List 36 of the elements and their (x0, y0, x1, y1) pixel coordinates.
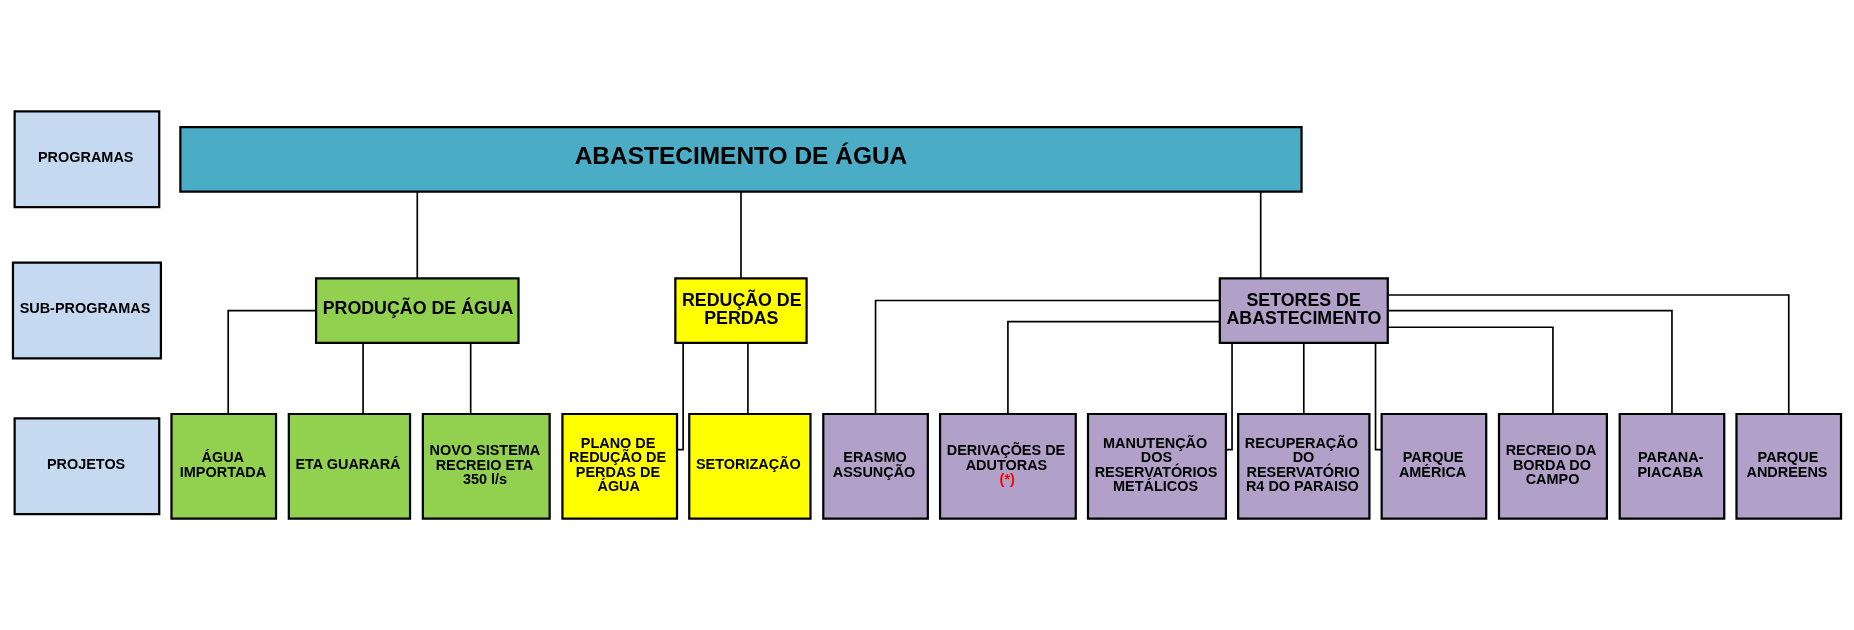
node-box: PARQUE AMÉRICA (1380, 412, 1488, 520)
connector (227, 309, 317, 415)
node-box: PROGRAMAS (13, 110, 161, 209)
connector (1225, 342, 1233, 451)
connector (1259, 190, 1262, 279)
connector (740, 190, 742, 279)
node-box: NOVO SISTEMA RECREIO ETA 350 l/s (421, 412, 551, 520)
connector (1302, 342, 1305, 415)
connector (469, 342, 472, 415)
node-box: SETORIZAÇÃO (688, 412, 812, 520)
node-box: SUB-PROGRAMAS (11, 261, 162, 360)
connector (1374, 342, 1383, 451)
node-box: SETORES DE ABASTECIMENTO (1218, 277, 1389, 344)
node-box: REDUÇÃO DE PERDAS (674, 277, 808, 344)
node-box: PARANA- PIACABA (1618, 412, 1726, 520)
connector (1387, 294, 1790, 415)
connector (1386, 326, 1554, 415)
node-box: DERIVAÇÕES DE ADUTORAS (*) (938, 412, 1077, 520)
connector (676, 342, 684, 451)
node-box: ERASMO ASSUNÇÃO (822, 412, 929, 520)
node-box: PLANO DE REDUÇÃO DE PERDAS DE ÁGUA (561, 412, 679, 520)
connector (362, 342, 364, 415)
node-box: ABASTECIMENTO DE ÁGUA (179, 125, 1303, 193)
connector (416, 190, 419, 279)
connector (1007, 320, 1221, 415)
connector (1386, 309, 1673, 415)
node-box: MANUTENÇÃO DOS RESERVATÓRIOS METÁLICOS (1086, 412, 1228, 520)
node-box: RECUPERAÇÃO DO RESERVATÓRIO R4 DO PARAISO (1237, 412, 1371, 520)
node-box: ÁGUA IMPORTADA (170, 412, 278, 520)
node-box: ETA GUARARÁ (287, 412, 412, 520)
connector (874, 299, 1221, 415)
connector (747, 342, 749, 415)
node-box: PARQUE ANDREENS (1735, 412, 1843, 520)
node-box: PROJETOS (13, 417, 161, 516)
node-box: RECREIO DA BORDA DO CAMPO (1497, 412, 1608, 520)
node-box: PRODUÇÃO DE ÁGUA (314, 277, 520, 344)
